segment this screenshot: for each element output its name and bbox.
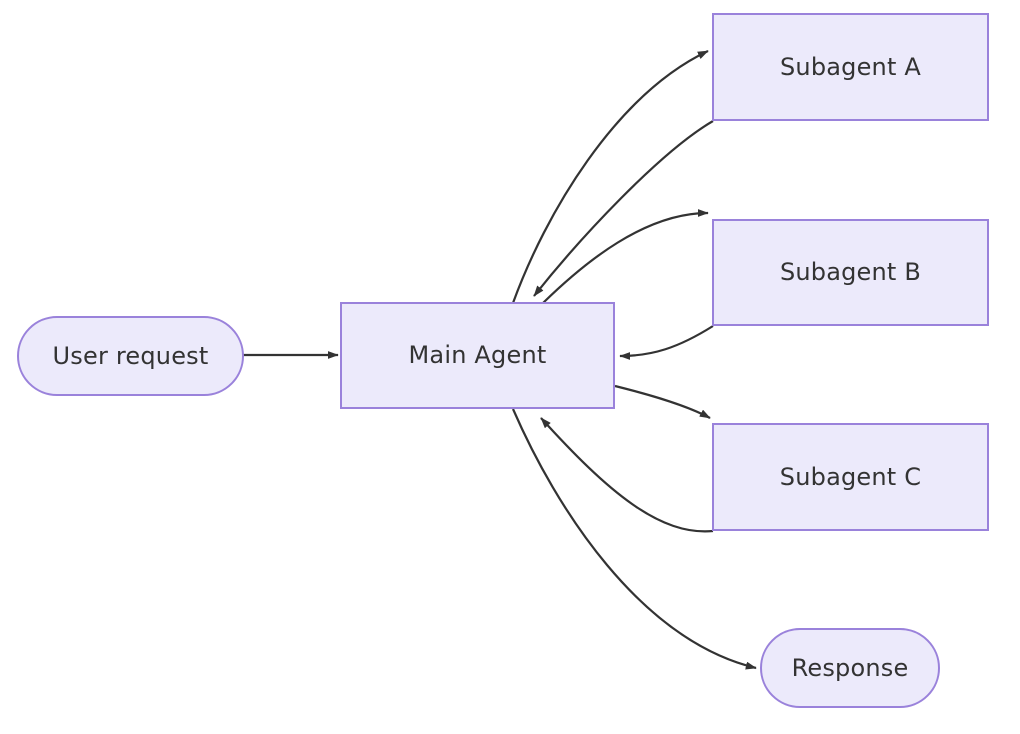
edge-main-agent-to-subagent-c [614, 384, 711, 419]
node-main-agent[interactable]: Main Agent [340, 302, 615, 409]
node-subagent-c-shape[interactable] [712, 423, 989, 531]
edges-layer [243, 50, 757, 670]
node-subagent-a-shape[interactable] [712, 13, 989, 121]
edge-subagent-c-to-main-agent [540, 417, 714, 533]
edge-main-agent-to-subagent-a [511, 50, 709, 304]
node-response-shape[interactable] [760, 628, 940, 708]
edge-main-agent-to-subagent-b [542, 209, 709, 304]
nodes-layer: User request Main Agent Subagent A Subag… [17, 13, 989, 708]
node-subagent-c[interactable]: Subagent C [712, 423, 989, 531]
node-response-label: Response [792, 654, 909, 682]
node-subagent-c-label: Subagent C [780, 463, 921, 491]
node-subagent-a-label: Subagent A [780, 53, 921, 81]
node-user-request-shape[interactable] [17, 316, 244, 396]
edge-subagent-a-to-main-agent [533, 120, 714, 297]
node-subagent-b-shape[interactable] [712, 219, 989, 326]
node-subagent-b-label: Subagent B [780, 258, 921, 286]
node-subagent-b[interactable]: Subagent B [712, 219, 989, 326]
node-user-request[interactable]: User request [17, 316, 244, 396]
edge-main-agent-to-response [511, 408, 757, 670]
node-subagent-a[interactable]: Subagent A [712, 13, 989, 121]
node-user-request-label: User request [53, 342, 209, 370]
edge-subagent-b-to-main-agent [619, 325, 714, 360]
node-response[interactable]: Response [760, 628, 940, 708]
node-main-agent-shape[interactable] [340, 302, 615, 409]
node-main-agent-label: Main Agent [409, 341, 547, 369]
